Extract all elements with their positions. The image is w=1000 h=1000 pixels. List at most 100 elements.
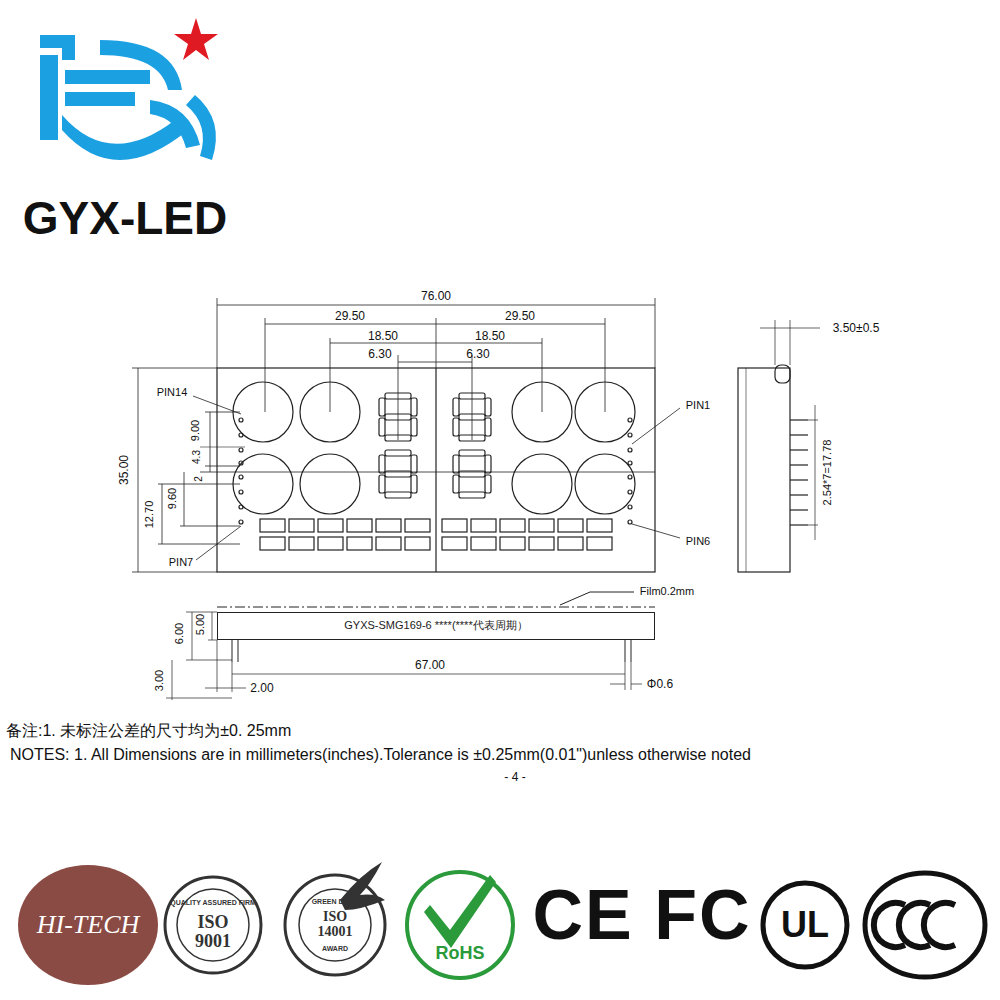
pin-dot	[628, 448, 632, 452]
indicator-segment	[405, 537, 430, 550]
dimension-value: 2	[194, 476, 204, 482]
badge-text: HI-TECH	[37, 911, 140, 938]
part-callout: Film0.2mm	[640, 586, 694, 597]
dimension-value: 18.50	[368, 330, 398, 342]
digit-segment	[459, 492, 485, 498]
indicator-segment	[260, 519, 285, 532]
indicator-segment	[318, 519, 343, 532]
dimension-lines	[132, 298, 680, 572]
dimension-value: 3.50±0.5	[833, 322, 880, 334]
pin-dot	[628, 520, 632, 524]
dimension-value: 29.50	[335, 310, 365, 322]
indicator-segment	[347, 519, 372, 532]
indicator-segment	[558, 537, 583, 550]
part-body: GYXS-SMG169-6 ****(****代表周期）	[217, 612, 655, 640]
side-view	[738, 320, 820, 572]
digit-segment	[379, 455, 385, 473]
indicator-segment	[529, 537, 554, 550]
digit-segment	[379, 398, 385, 416]
pin-name: PIN6	[686, 536, 710, 547]
note-text: - 4 -	[504, 771, 525, 783]
dimension-value: Φ0.6	[647, 678, 673, 690]
badge-text: GREEN DOVE	[312, 898, 359, 905]
pin-dot	[239, 505, 243, 509]
brand-name: GYX-LED	[23, 195, 227, 241]
indicator-segment	[587, 519, 612, 532]
badge-text: ISO	[323, 910, 347, 925]
digit-segment	[459, 471, 485, 477]
badge-text: ISO	[197, 913, 228, 932]
digit-segment	[411, 455, 417, 473]
pin-name: PIN7	[169, 557, 193, 568]
digit-segment	[385, 471, 411, 477]
badge-text: 14001	[318, 925, 353, 940]
bottom-view	[166, 592, 655, 700]
dimension-value: 5.00	[195, 613, 206, 634]
badge-text: 9001	[195, 932, 231, 951]
pin-dot	[628, 433, 632, 437]
pin-dot	[628, 461, 632, 465]
pin-dot	[239, 461, 243, 465]
indicator-segment	[347, 537, 372, 550]
certification-badge: UL	[770, 890, 840, 960]
dimension-value: 76.00	[421, 290, 451, 302]
dimension-value: 6.30	[466, 348, 489, 360]
dimension-value: 67.00	[415, 659, 445, 671]
indicator-segment	[442, 519, 467, 532]
digit-segment	[485, 455, 491, 473]
part-marking: GYXS-SMG169-6 ****(****代表周期）	[344, 620, 527, 632]
digit-segment	[453, 475, 459, 493]
certification-badge: RoHS	[420, 940, 500, 966]
company-logo	[40, 18, 218, 160]
pin-dot	[239, 490, 243, 494]
pin-name: PIN14	[157, 387, 188, 398]
dimension-value: 3.00	[154, 669, 165, 690]
indicator-segment	[289, 519, 314, 532]
pin-name: PIN1	[686, 400, 710, 411]
pin-dot	[239, 520, 243, 524]
pin-dot	[239, 475, 243, 479]
note-text: NOTES: 1. All Dimensions are in millimet…	[10, 747, 751, 763]
indicator-segment	[558, 519, 583, 532]
digit-segment	[485, 418, 491, 436]
indicator-segment	[500, 519, 525, 532]
pin-dot	[628, 475, 632, 479]
indicator-segment	[289, 537, 314, 550]
certification-mark: FC	[654, 880, 751, 950]
indicator-segment	[471, 519, 496, 532]
dimension-value: 9.00	[190, 419, 201, 440]
indicator-segment	[471, 537, 496, 550]
digit-segment	[411, 475, 417, 493]
indicator-segment	[587, 537, 612, 550]
indicator-segment	[529, 519, 554, 532]
digit-segment	[385, 450, 411, 456]
indicator-segment	[376, 537, 401, 550]
dimension-value: 9.60	[167, 487, 178, 508]
certification-badge: HI-TECH	[18, 865, 158, 985]
badge-text: UL	[781, 906, 829, 944]
note-text: 备注:1. 未标注公差的尺寸均为±0. 25mm	[6, 723, 291, 739]
dimension-value: 2.54*7=17.78	[822, 439, 833, 505]
digit-segment	[411, 398, 417, 416]
certification-badge: QUALITY ASSURED FIRM ISO9001	[165, 877, 261, 973]
dimension-value: 6.30	[368, 348, 391, 360]
digit-segment	[459, 450, 485, 456]
certification-symbols	[18, 862, 985, 985]
dimension-value: 18.50	[475, 330, 505, 342]
indicator-segment	[405, 519, 430, 532]
dimension-value: 6.00	[174, 622, 185, 643]
pin-dot	[239, 433, 243, 437]
digit-segment	[485, 475, 491, 493]
digit-segment	[453, 418, 459, 436]
indicator-segment	[442, 537, 467, 550]
digit-segment	[453, 398, 459, 416]
badge-text: QUALITY ASSURED FIRM	[170, 899, 256, 906]
digit-segment	[379, 418, 385, 436]
badge-text: AWARD	[322, 945, 348, 952]
digit-segment	[411, 418, 417, 436]
pin-dot	[628, 490, 632, 494]
certification-mark: CE	[532, 880, 633, 950]
pin-dot	[239, 418, 243, 422]
front-view	[200, 368, 655, 572]
dimension-value: 29.50	[505, 310, 535, 322]
